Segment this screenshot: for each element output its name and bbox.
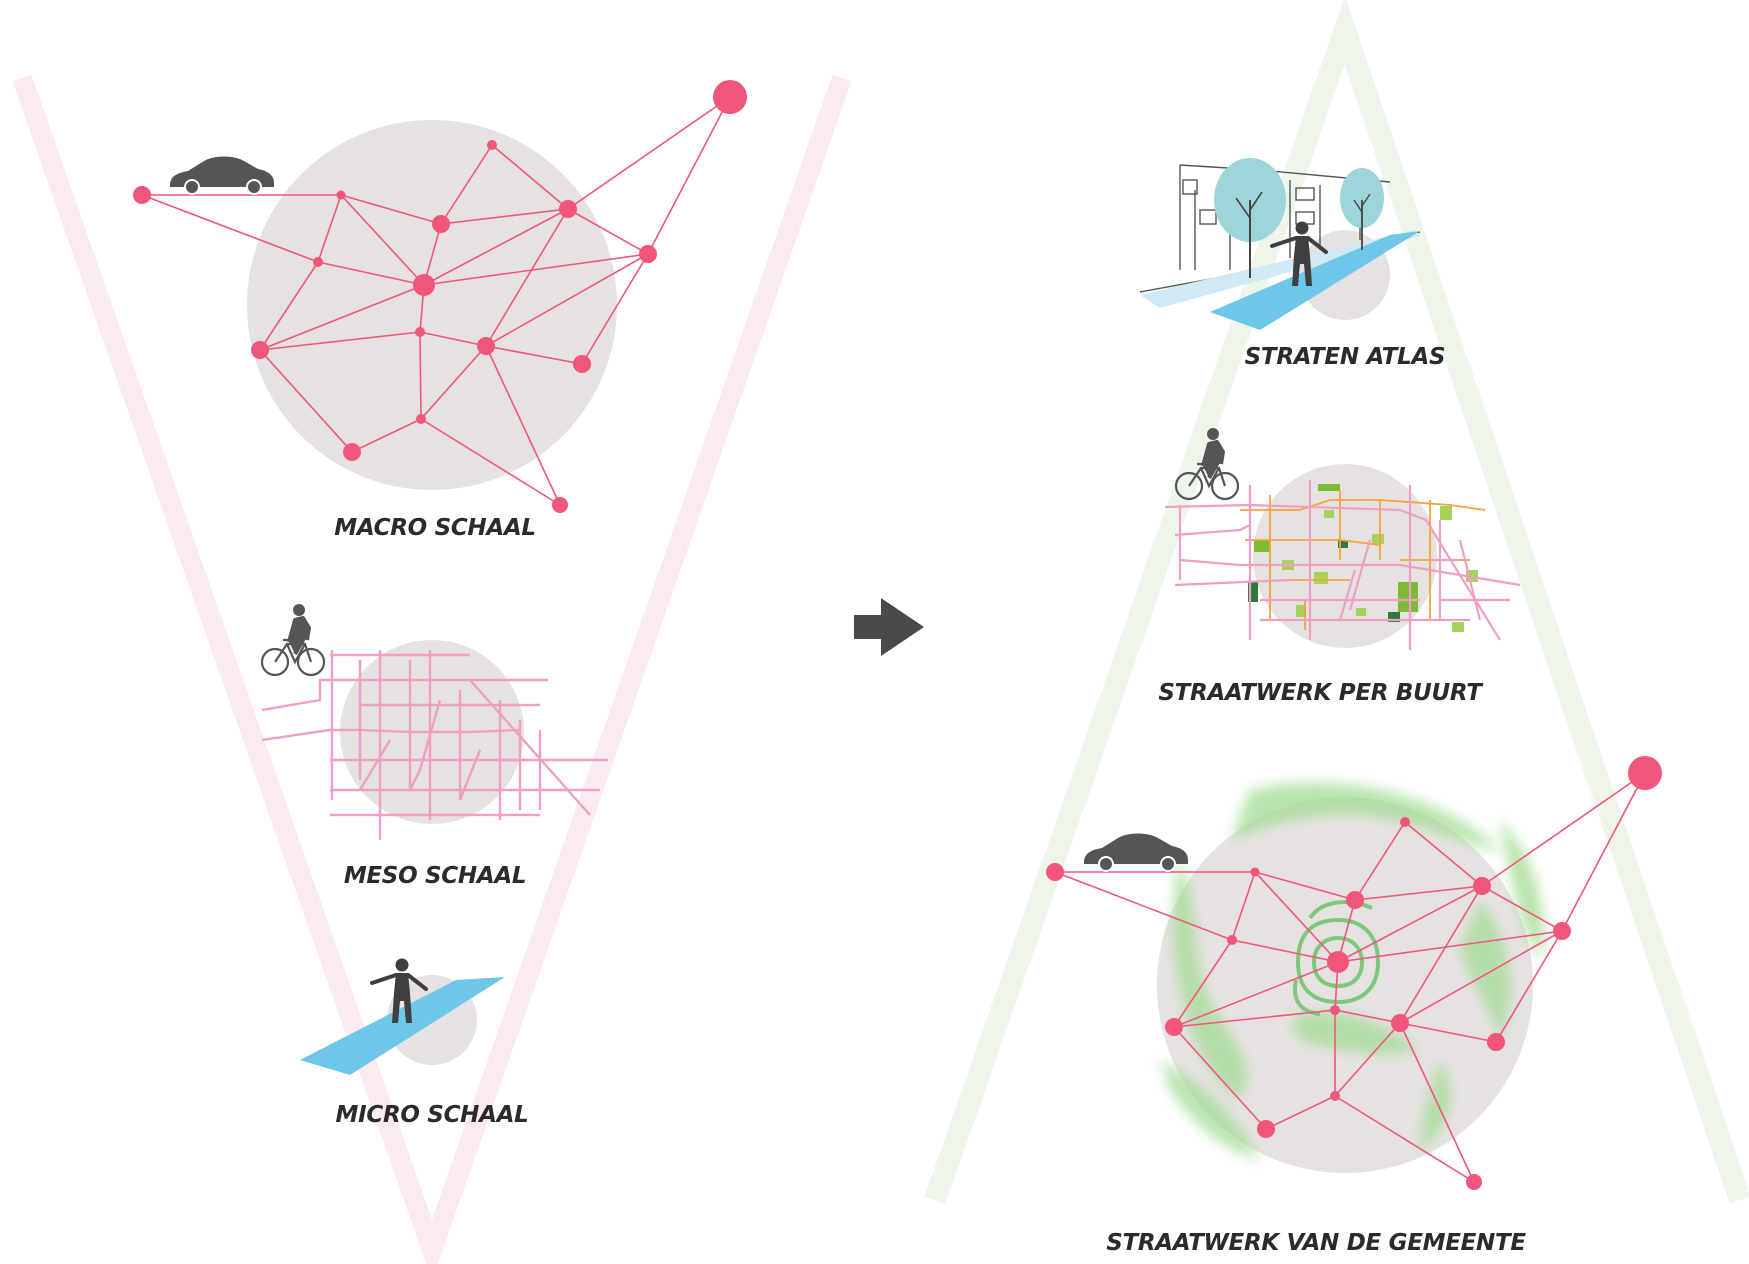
macro-label: MACRO SCHAAL xyxy=(334,515,535,541)
straten-atlas-diagram: STRATEN ATLAS xyxy=(1139,158,1446,370)
meso-label: MESO SCHAAL xyxy=(344,863,526,889)
v-shape-background xyxy=(12,74,852,1264)
gemeente-label: STRAATWERK VAN DE GEMEENTE xyxy=(1106,1230,1526,1256)
micro-label: MICRO SCHAAL xyxy=(336,1102,529,1128)
car-icon xyxy=(169,155,275,195)
gemeente-ring-roads xyxy=(1293,900,1381,1016)
car-icon xyxy=(1083,832,1189,872)
buurt-pink-streets xyxy=(1164,480,1521,650)
atlas-label: STRATEN ATLAS xyxy=(1245,344,1446,370)
meso-scale-diagram: MESO SCHAAL xyxy=(260,602,608,889)
micro-street-strip xyxy=(300,977,505,1075)
bicycle-icon xyxy=(260,602,326,677)
macro-scale-diagram: MACRO SCHAAL xyxy=(133,80,747,541)
a-shape-background xyxy=(924,0,1749,1204)
macro-network-nodes xyxy=(133,80,747,513)
atlas-sidewalk xyxy=(1140,230,1420,308)
straatwerk-buurt-diagram: STRAATWERK PER BUURT xyxy=(1158,426,1521,706)
macro-circle xyxy=(247,120,617,490)
micro-scale-diagram: MICRO SCHAAL xyxy=(300,956,529,1128)
buurt-label: STRAATWERK PER BUURT xyxy=(1158,680,1484,706)
gemeente-network-nodes xyxy=(1046,756,1662,1190)
arrow-right-icon xyxy=(854,598,924,656)
straatwerk-gemeente-diagram: STRAATWERK VAN DE GEMEENTE xyxy=(1046,756,1662,1256)
tree-icon xyxy=(1214,158,1384,278)
meso-street-grid xyxy=(261,650,608,840)
macro-network-links xyxy=(141,96,731,506)
atlas-street xyxy=(1210,231,1420,330)
gemeente-network-links xyxy=(1054,772,1646,1183)
gemeente-green-areas xyxy=(1160,782,1544,1160)
